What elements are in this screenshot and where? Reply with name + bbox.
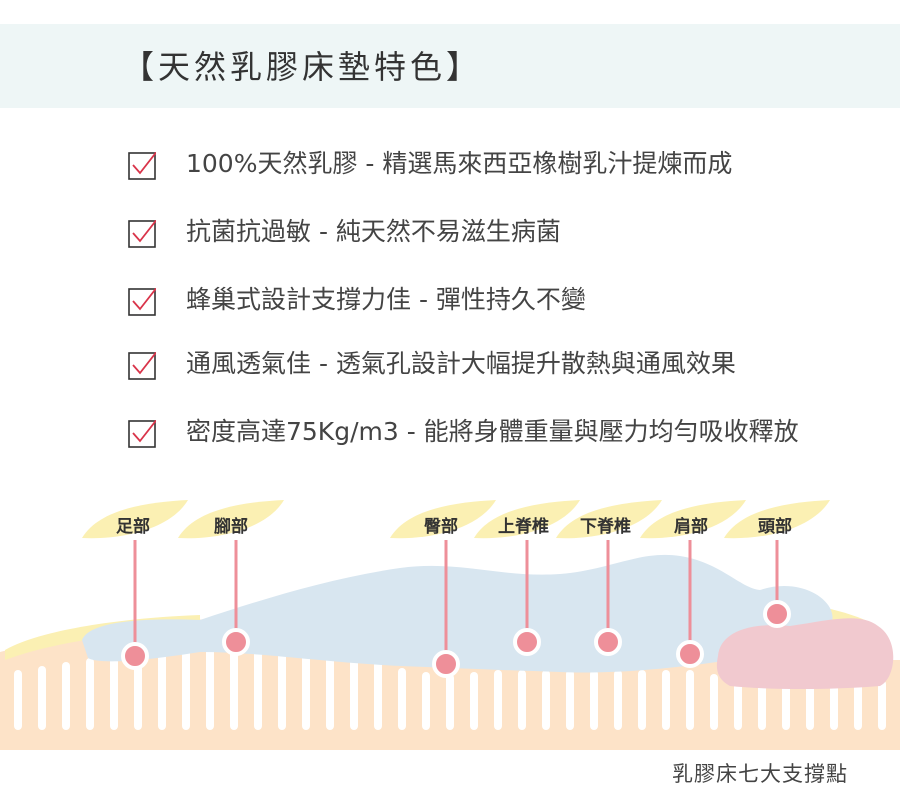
header-band — [0, 24, 900, 108]
support-marker-foot — [121, 540, 149, 670]
feature-text: 通風透氣佳 - 透氣孔設計大幅提升散熱與通風效果 — [186, 349, 736, 378]
support-label-head: 頭部 — [758, 517, 792, 537]
support-label-leg: 腳部 — [214, 517, 248, 537]
page-title: 【天然乳膠床墊特色】 — [122, 48, 483, 86]
support-label-upper-spine: 上脊椎 — [498, 517, 549, 537]
mattress-illustration — [0, 500, 900, 750]
feature-text: 抗菌抗過敏 - 純天然不易滋生病菌 — [186, 217, 561, 246]
support-label-shoulder: 肩部 — [674, 517, 708, 537]
support-marker-shoulder — [676, 540, 704, 668]
feature-item: 100%天然乳膠 - 精選馬來西亞橡樹乳汁提煉而成 — [128, 140, 868, 180]
label-leaf — [556, 500, 662, 539]
support-label-hip: 臀部 — [424, 517, 458, 537]
feature-item: 密度高達75Kg/m3 - 能將身體重量與壓力均勻吸收釋放 — [128, 408, 868, 448]
feature-item: 抗菌抗過敏 - 純天然不易滋生病菌 — [128, 208, 868, 248]
label-leaf — [474, 500, 580, 539]
checked-box-icon — [128, 220, 156, 248]
support-label-foot: 足部 — [116, 517, 150, 537]
support-marker-lower-spine — [594, 540, 622, 656]
body-silhouette — [82, 554, 833, 673]
label-leaf — [390, 500, 496, 539]
label-leaf — [724, 500, 830, 539]
feature-text: 密度高達75Kg/m3 - 能將身體重量與壓力均勻吸收釋放 — [186, 417, 799, 446]
illustration-caption: 乳膠床七大支撐點 — [672, 762, 848, 786]
label-leaf — [82, 500, 188, 539]
checked-box-icon — [128, 420, 156, 448]
feature-item: 蜂巢式設計支撐力佳 - 彈性持久不變 — [128, 276, 868, 316]
ventilation-holes — [14, 643, 886, 730]
label-leaf — [178, 500, 284, 539]
support-label-lower-spine: 下脊椎 — [580, 517, 631, 537]
checked-box-icon — [128, 288, 156, 316]
support-marker-upper-spine — [513, 540, 541, 656]
feature-item: 通風透氣佳 - 透氣孔設計大幅提升散熱與通風效果 — [128, 340, 868, 380]
support-marker-leg — [222, 540, 250, 656]
feature-text: 蜂巢式設計支撐力佳 - 彈性持久不變 — [186, 285, 586, 314]
feature-text: 100%天然乳膠 - 精選馬來西亞橡樹乳汁提煉而成 — [186, 149, 733, 178]
checked-box-icon — [128, 352, 156, 380]
label-leaf — [640, 500, 746, 539]
support-marker-hip — [432, 540, 460, 678]
pillow — [716, 618, 894, 689]
support-marker-head — [763, 540, 791, 628]
checked-box-icon — [128, 152, 156, 180]
